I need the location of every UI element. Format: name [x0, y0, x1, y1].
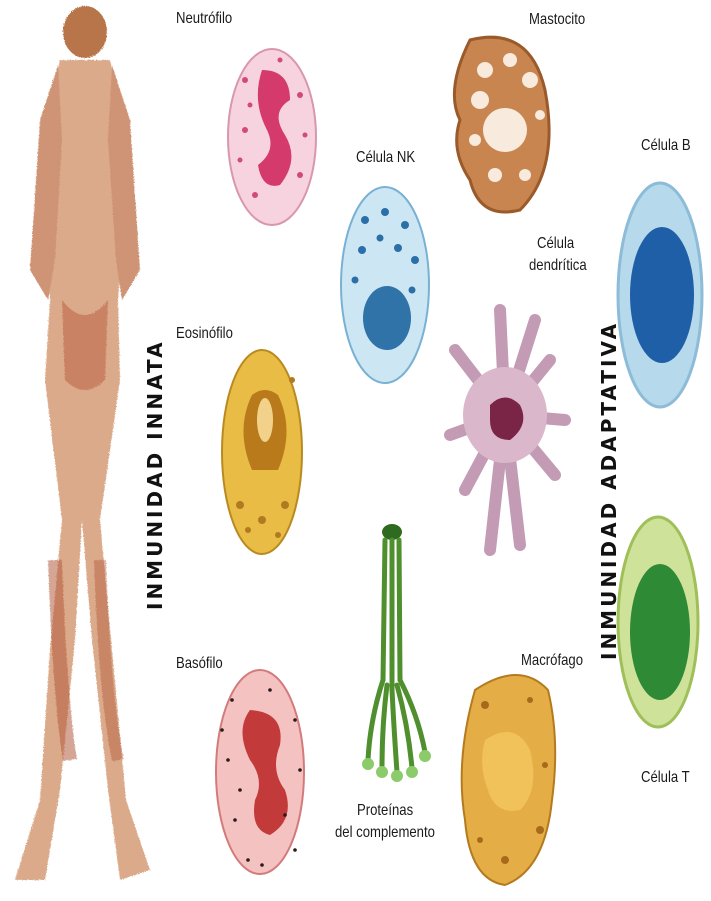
eosinofilo-cell: [222, 350, 302, 554]
label-proteinas-2: del complemento: [335, 822, 435, 844]
label-basofilo: Basófilo: [176, 653, 223, 675]
label-celula-dendritica-1: Célula: [537, 233, 574, 255]
label-proteinas-1: Proteínas: [357, 800, 413, 822]
label-celula-nk: Célula NK: [356, 147, 415, 169]
label-celula-t: Célula T: [641, 767, 690, 789]
mastocito-cell: [454, 37, 549, 212]
celula-nk-cell: [341, 187, 429, 383]
section-inmunidad-innata: INMUNIDAD INNATA: [143, 339, 167, 610]
label-celula-dendritica-2: dendrítica: [529, 255, 587, 277]
label-macrofago: Macrófago: [521, 650, 583, 672]
section-inmunidad-adaptativa: INMUNIDAD ADAPTATIVA: [597, 321, 621, 660]
proteinas-complemento-icon: [362, 524, 431, 782]
label-eosinofilo: Eosinófilo: [176, 323, 233, 345]
celula-b-cell: [618, 183, 702, 407]
label-neutrofilo: Neutrófilo: [176, 8, 232, 30]
human-figure: [15, 6, 150, 880]
label-mastocito: Mastocito: [529, 9, 585, 31]
celula-t-cell: [618, 517, 698, 727]
neutrofilo-cell: [228, 49, 316, 225]
basofilo-cell: [216, 670, 304, 874]
label-celula-b: Célula B: [641, 135, 691, 157]
macrofago-cell: [462, 675, 556, 885]
